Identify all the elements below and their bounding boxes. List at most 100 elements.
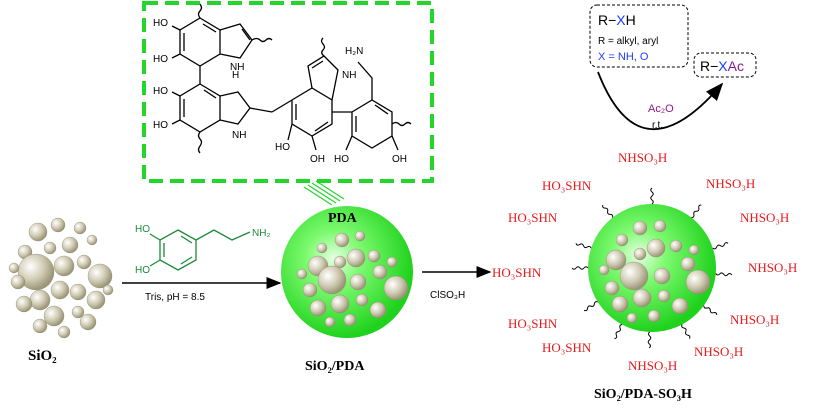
silica-particle (69, 283, 87, 301)
silica-particle (386, 256, 398, 268)
sulfonic-groups: NHSO₃H HO₃SHN NHSO₃H HO₃SHN NHSO₃H HO₃SH… (492, 150, 797, 373)
r-definition: R = alkyl, aryl (598, 36, 658, 47)
silica-particle (10, 274, 26, 290)
pda-label: PDA (328, 211, 358, 226)
silica-particle (604, 280, 620, 296)
linker-bond (571, 266, 589, 270)
silica-particle (309, 299, 327, 317)
silica-particle (50, 280, 70, 300)
reagent-ac2o: Ac₂O (648, 103, 674, 115)
product-formula: R−XAc (700, 58, 744, 74)
linker-bond (602, 204, 614, 218)
silica-particle (653, 219, 667, 233)
group-right-2: NHSO₃H (748, 260, 797, 275)
sio2-pda-particles (296, 230, 409, 328)
linker-bond (575, 243, 592, 249)
silica-particle (50, 217, 66, 233)
silica-particle (688, 244, 700, 256)
group-right-1: NHSO₃H (740, 210, 789, 225)
silica-particle (355, 293, 369, 307)
silica-particle (8, 262, 20, 274)
silica-particle (367, 249, 381, 263)
silica-particle (32, 318, 48, 334)
silica-particle (87, 263, 113, 289)
silica-particle (680, 256, 696, 272)
nh-label: NH (232, 130, 246, 141)
sio2-label: SiO₂ (28, 348, 57, 364)
group-left-3: HO₃SHN (508, 316, 558, 331)
silica-particle (685, 269, 711, 295)
group-upper-right: NHSO₃H (706, 176, 755, 191)
ho-label: HO (153, 86, 168, 97)
linker-bonds (571, 187, 733, 349)
silica-particle (333, 255, 347, 269)
silica-particle (330, 294, 350, 314)
silica-particle (354, 230, 366, 242)
linker-bond (703, 305, 718, 316)
silica-particle (17, 253, 55, 291)
silica-particle (657, 289, 671, 303)
ho-label: HO (334, 154, 349, 165)
silica-particle (669, 239, 683, 253)
silica-particle (646, 238, 666, 258)
zoom-connector (303, 180, 345, 206)
silica-particle (626, 312, 638, 324)
silica-particle (43, 305, 65, 327)
pda-structure: HO HO HO HO NH H NH NH H₂N HO OH HO OH (153, 3, 412, 165)
reaction-temperature: r.t. (652, 120, 663, 131)
silica-particle (615, 233, 629, 247)
ho-label: HO (275, 142, 290, 153)
silica-particle (317, 265, 347, 295)
silica-particle (632, 220, 648, 236)
conditions-clso3h: ClSO₃H (430, 290, 465, 301)
ho-label: HO (153, 18, 168, 29)
h-label: H (232, 70, 239, 81)
linker-bond (715, 272, 733, 277)
acetylation-arrow (597, 71, 724, 131)
dopamine-structure: HO HO NH₂ (135, 224, 270, 276)
silica-particle (102, 284, 114, 296)
silica-particle (61, 236, 79, 254)
silica-particle (302, 282, 318, 298)
silica-particle (611, 295, 629, 313)
silica-particle (86, 290, 106, 310)
silica-particle (383, 275, 409, 301)
linker-bond (712, 242, 729, 250)
silica-particle (343, 313, 357, 327)
silica-particle (73, 221, 87, 235)
pda-structure-box (142, 1, 434, 183)
silica-particle (598, 264, 610, 276)
silica-particle (28, 222, 48, 242)
linker-bond (614, 324, 623, 340)
group-left-2: HO₃SHN (492, 265, 542, 280)
group-upper-left: HO₃SHN (542, 178, 592, 193)
substrate-box (589, 4, 689, 68)
dopamine-ho-bottom: HO (135, 265, 150, 276)
silica-particle (29, 289, 51, 311)
oh-label: OH (310, 154, 325, 165)
h2n-label: H₂N (345, 46, 363, 57)
silica-particle (349, 273, 367, 291)
silica-particle (633, 247, 647, 261)
silica-particle (316, 242, 328, 254)
linker-bond (650, 187, 654, 205)
linker-bond (583, 301, 598, 312)
sio2-pda-so3h-particles (598, 219, 711, 324)
linker-bond (691, 204, 702, 219)
ho-label: HO (153, 54, 168, 65)
silica-particle (324, 316, 336, 328)
ho-label: HO (153, 120, 168, 131)
sio2-particles (8, 217, 114, 339)
group-top: NHSO₃H (618, 150, 667, 165)
silica-particle (647, 309, 661, 323)
x-definition: X = NH, O (598, 51, 649, 63)
silica-particle (296, 268, 308, 280)
silica-particle (71, 305, 85, 319)
silica-particle (369, 301, 387, 319)
dopamine-amine: NH₂ (252, 228, 270, 239)
oh-label: OH (392, 154, 407, 165)
silica-particle (53, 255, 75, 277)
linker-bond (647, 331, 652, 349)
silica-particle (57, 325, 71, 339)
